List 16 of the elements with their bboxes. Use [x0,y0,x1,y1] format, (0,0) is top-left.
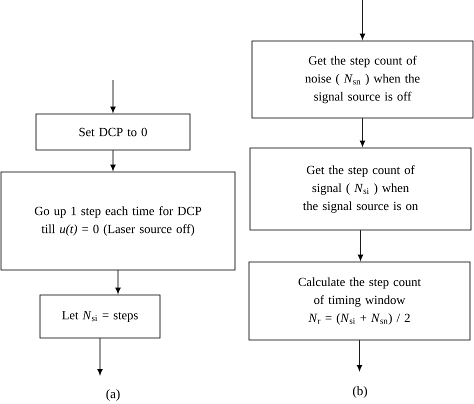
arrow [110,80,116,113]
arrow [115,270,121,294]
arrow [97,338,103,375]
arrow [360,0,366,40]
process-box: Go up 1 step each time for DCP till u(t) = 0 (Laser source off) [0,172,236,270]
arrow [358,230,364,261]
process-box: Calculate the step count of timing window N$_{r}$ = (N$_{si}$ + N$_{sn}$) / 2 [248,262,470,340]
process-box: Get the step count of noise ( N$_{sn}$ ) when the signal source is off [252,40,474,118]
process-box: Get the step count of signal ( N$_{si}$ ) when the signal source is on [250,148,472,230]
process-box: Set DCP to 0 [36,114,190,150]
panel-label: (b) [352,386,368,398]
arrow [356,340,362,371]
arrow [360,118,366,147]
panel-label: (a) [106,389,120,401]
arrow [110,150,116,171]
process-box: Let N$_{si}$ = steps [40,294,160,338]
